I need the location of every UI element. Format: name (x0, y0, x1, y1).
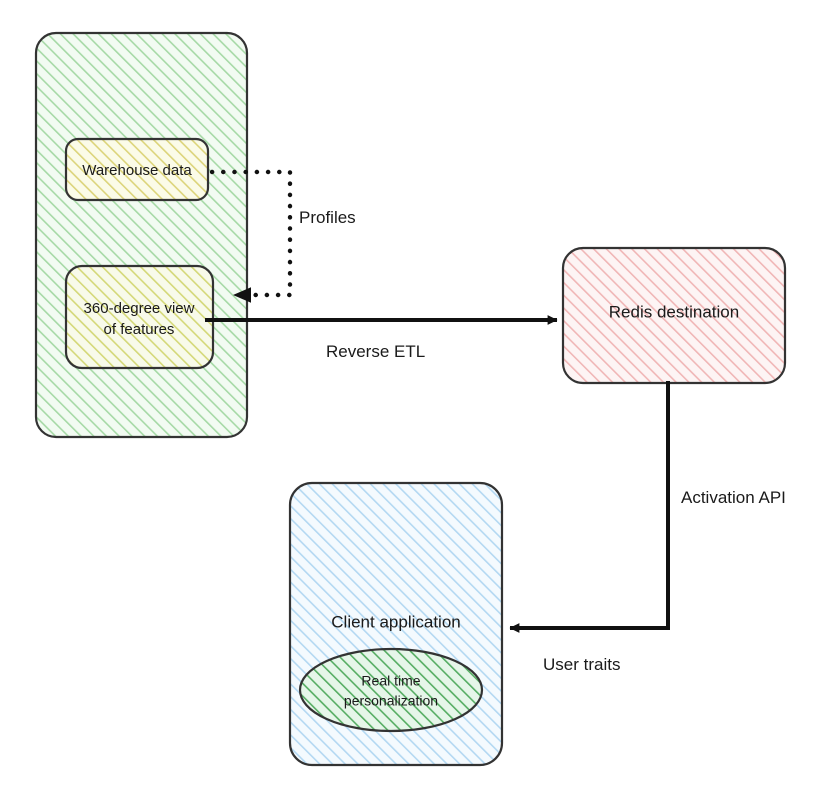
edge-profiles[interactable]: Profiles (209, 169, 356, 303)
view-of-features-fill (66, 266, 213, 368)
redis-destination-fill (563, 248, 785, 383)
node-real-time-personalization[interactable]: Real time personalization (298, 647, 484, 733)
edge-profiles-label: Profiles (299, 208, 356, 227)
edge-user-traits-label: User traits (543, 655, 620, 674)
edge-activation-api[interactable]: Activation API User traits (509, 381, 786, 674)
redis-destination-outline (561, 246, 787, 385)
warehouse-container-outline (34, 31, 249, 439)
view-of-features-label-line1: 360-degree view (84, 300, 195, 317)
edge-activation-api-path (509, 381, 670, 633)
warehouse-container-fill (36, 33, 247, 437)
warehouse-data-label: Warehouse data (82, 162, 192, 179)
view-of-features-label-line2: of features (104, 321, 175, 338)
warehouse-data-fill (66, 139, 208, 200)
real-time-personalization-label-line1: Real time (361, 673, 420, 689)
edge-reverse-etl[interactable]: Reverse ETL (205, 315, 558, 361)
node-warehouse-data[interactable]: Warehouse data (64, 137, 210, 202)
edge-activation-api-label: Activation API (681, 488, 786, 507)
view-of-features-outline (64, 264, 215, 370)
client-application-outline (288, 481, 504, 767)
real-time-personalization-fill (300, 649, 482, 731)
node-view-of-features[interactable]: 360-degree view of features (64, 264, 215, 370)
real-time-personalization-outline (298, 647, 484, 733)
node-redis-destination[interactable]: Redis destination (561, 246, 787, 385)
node-warehouse-container[interactable] (34, 31, 249, 439)
client-application-label: Client application (331, 612, 460, 631)
warehouse-data-outline (64, 137, 210, 202)
redis-destination-label: Redis destination (609, 302, 739, 321)
real-time-personalization-label-line2: personalization (344, 693, 438, 709)
edge-reverse-etl-label: Reverse ETL (326, 342, 425, 361)
